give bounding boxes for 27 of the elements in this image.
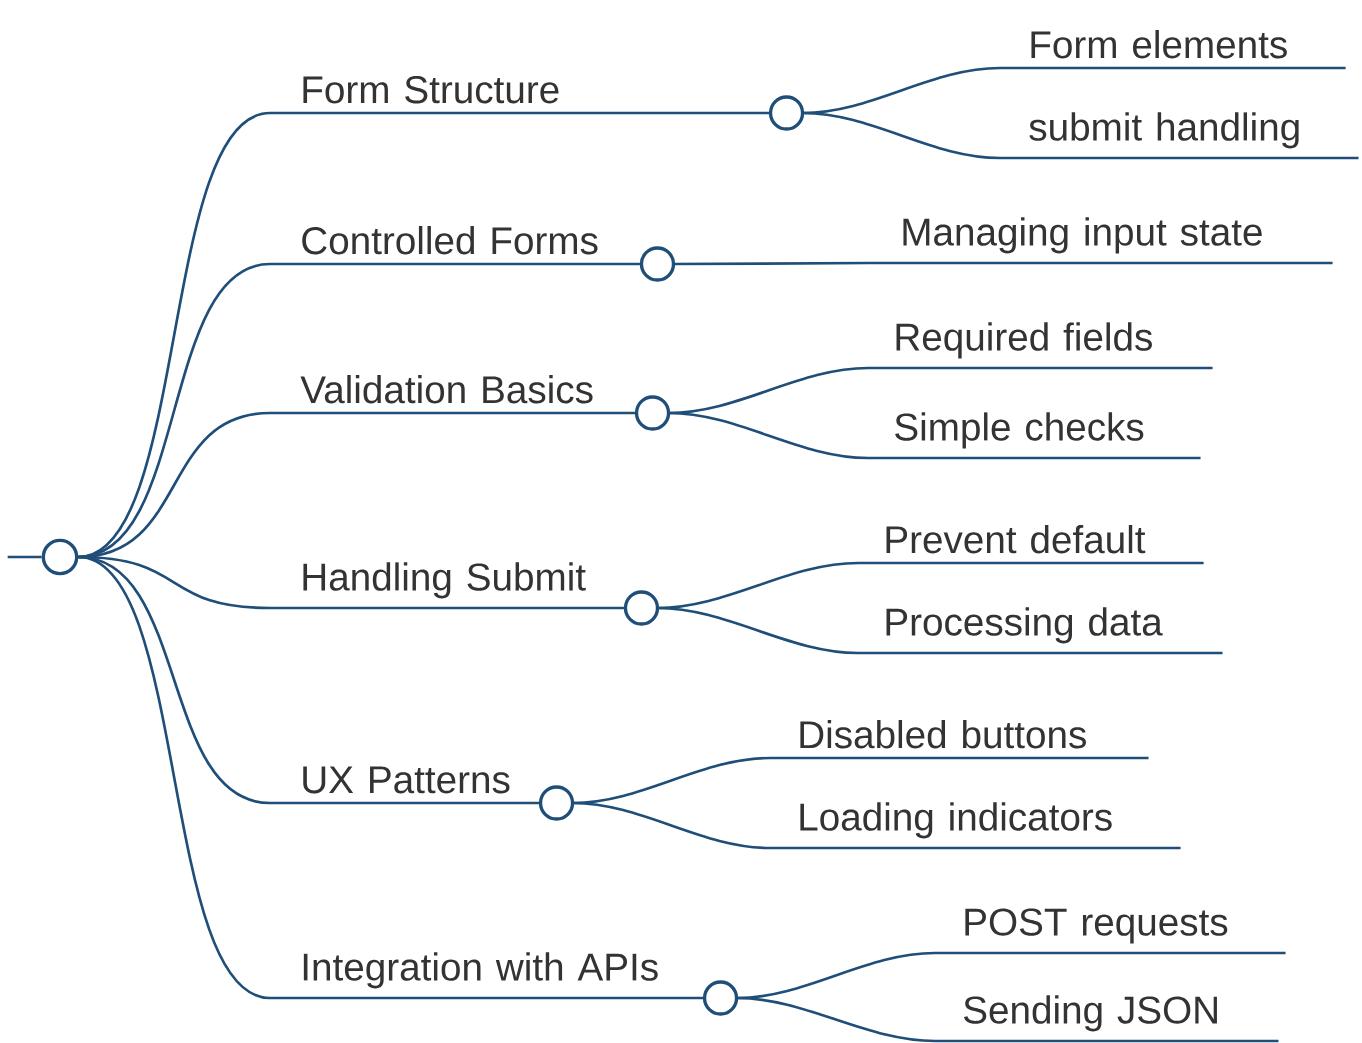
- branch-line: [673, 261, 870, 266]
- topic-label: Controlled Forms: [270, 226, 642, 266]
- topic-label: Loading indicators: [770, 802, 1181, 850]
- branch-line: [802, 111, 1001, 160]
- topic-label: Form elements: [1000, 30, 1346, 70]
- branch-line: [572, 801, 771, 850]
- topic-label: POST requests: [935, 908, 1286, 955]
- topic-label: UX Patterns: [270, 766, 541, 805]
- topic-label: submit handling: [1000, 112, 1359, 160]
- topic-label: Validation Basics: [270, 375, 637, 415]
- topic-label: Managing input state: [870, 217, 1333, 265]
- topic-label: Processing data: [858, 607, 1223, 655]
- branch-line: [78, 262, 271, 559]
- topic-label: Disabled buttons: [770, 720, 1149, 760]
- branch-line: [668, 411, 869, 460]
- branch-line: [657, 606, 859, 655]
- branch-line: [77, 555, 271, 1000]
- topic-label: Simple checks: [868, 412, 1201, 460]
- branch-line: [7, 555, 42, 559]
- topic-label: Handling Submit: [270, 562, 626, 610]
- topic-label: Integration with APIs: [270, 952, 705, 1000]
- root-circle: [41, 538, 79, 576]
- topic-label: Prevent default: [858, 525, 1204, 565]
- topic-label: Sending JSON: [935, 995, 1279, 1043]
- topic-label: Required fields: [868, 322, 1213, 370]
- topic-label: Form Structure: [270, 76, 771, 115]
- branch-line: [736, 996, 936, 1043]
